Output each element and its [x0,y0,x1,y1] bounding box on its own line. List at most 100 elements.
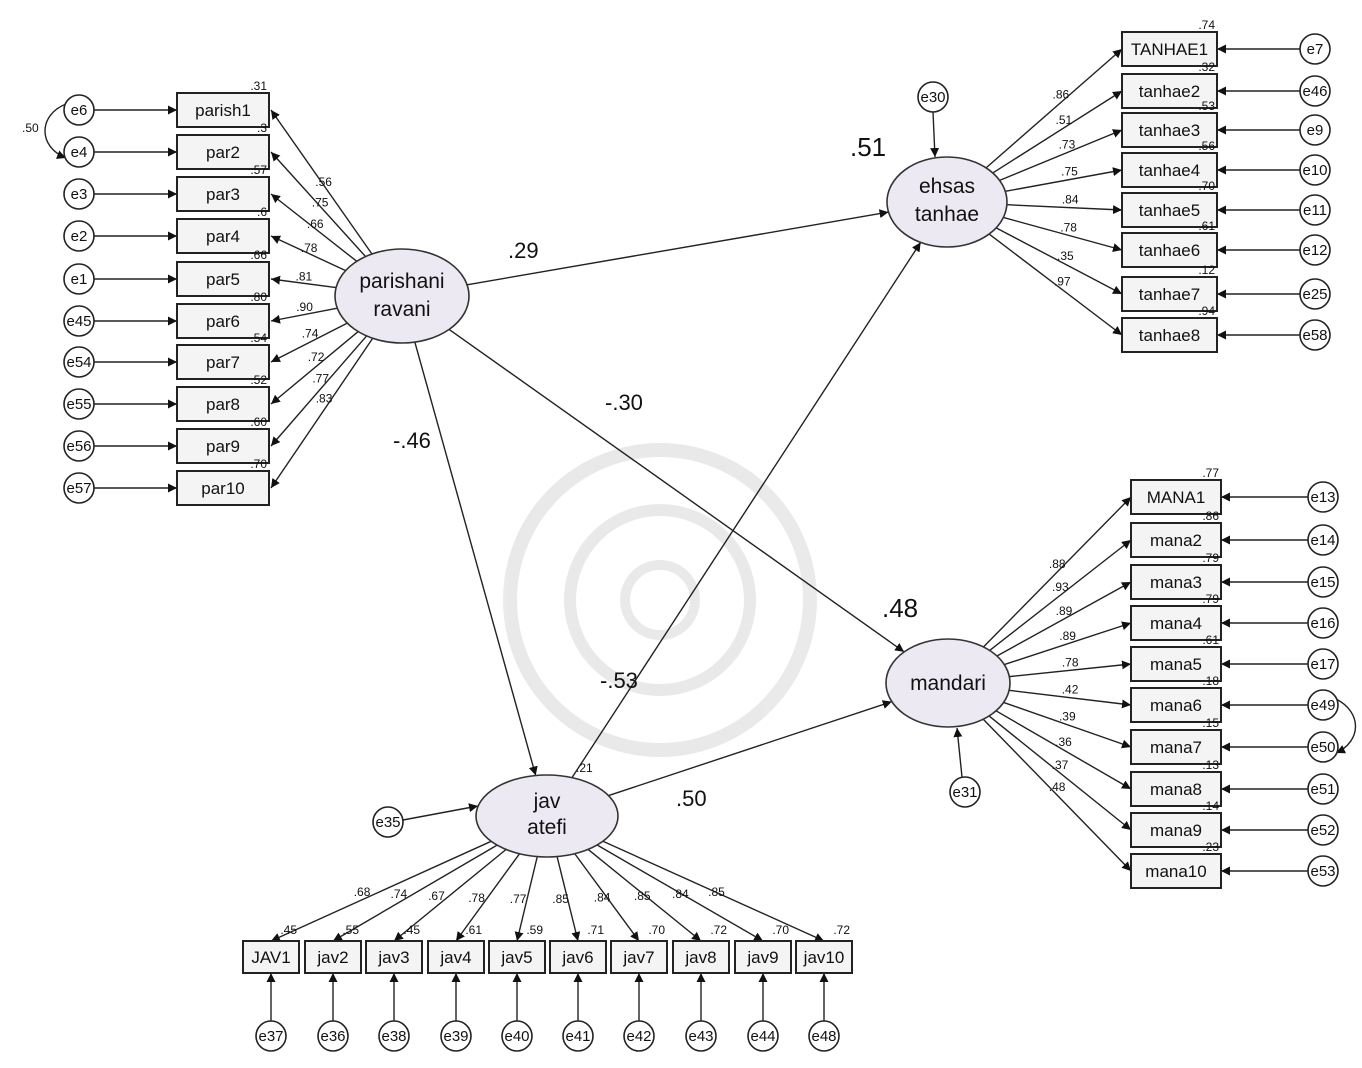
disturbance-e31-arrow [953,727,963,778]
par-indicator-3-label: par3 [206,185,240,204]
path-par-ehsas-arrow [466,209,889,286]
mana-indicator-2-loading-arrow [989,539,1132,651]
par-indicator-3-r2: .57 [250,163,267,177]
tanhae-indicator-1-error [1299,33,1331,65]
tanhae-indicator-2-box [1121,73,1218,109]
jav-indicator-1-loading: .68 [354,885,371,899]
tanhae-indicator-1-error-label: e7 [1307,41,1324,58]
jav-indicator-3-r2: .45 [403,923,420,937]
mana-indicator-3-loading-arrow [996,581,1132,657]
par-indicator-5-r2: .66 [250,248,267,262]
tanhae-indicator-8-error-label: e58 [1302,327,1327,344]
par-indicator-1-r2: .31 [250,79,267,93]
tanhae-indicator-5-r2: .70 [1198,179,1215,193]
mana-indicator-3-error [1307,566,1339,598]
par-indicator-7-label: par7 [206,353,240,372]
par-indicator-5-error-label: e1 [71,271,88,288]
latent-parishani-line1: parishani [359,270,444,293]
tanhae-indicator-1-loading: .86 [1052,87,1069,101]
mana-indicator-8-r2: .13 [1202,758,1219,772]
par-indicator-6-error [63,305,95,337]
mana-indicator-2-box [1130,522,1222,558]
par-indicator-6-label: par6 [206,312,240,331]
mana-indicator-6-error-label: e49 [1310,697,1335,714]
jav-indicator-8-label: jav8 [684,948,716,967]
par-indicator-9-label: par9 [206,437,240,456]
tanhae-indicator-6-r2: .61 [1198,219,1215,233]
jav-indicator-3-error [378,1020,410,1052]
jav-indicator-6-loading-arrow [556,856,581,942]
par-indicator-3-error [63,178,95,210]
jav-indicator-6-r2: .71 [587,923,604,937]
par-indicator-3-box [176,176,270,212]
jav-indicator-5-error-label: e40 [504,1028,529,1045]
par-indicator-2-r2: .3 [257,121,267,135]
jav-indicator-8-error [685,1020,717,1052]
mana-indicator-1-label: MANA1 [1147,488,1206,507]
mana-indicator-7-label: mana7 [1150,738,1202,757]
par-indicator-7-r2: .54 [250,331,267,345]
par-indicator-10-error-label: e57 [66,480,91,497]
par-indicator-5-box [176,261,270,297]
jav-indicator-1-r2: .45 [280,923,297,937]
jav-indicator-5-loading: .77 [510,892,527,906]
jav-indicator-9-loading-arrow [596,844,764,942]
par-indicator-2-error [63,136,95,168]
tanhae-indicator-8-loading: .97 [1054,275,1071,289]
mana-indicator-1-error-label: e13 [1310,489,1335,506]
tanhae-indicator-7-loading-arrow [995,227,1123,295]
jav-indicator-7-box [610,940,668,974]
tanhae-indicator-6-box [1121,232,1218,268]
par-indicator-8-r2: .52 [250,373,267,387]
par-indicator-8-box [176,386,270,422]
mana-indicator-3-loading: .89 [1056,604,1073,618]
jav-indicator-6-label: jav6 [561,948,593,967]
mana-indicator-1-loading: .88 [1049,557,1066,571]
jav-indicator-2-label: jav2 [316,948,348,967]
jav-indicator-4-box [427,940,485,974]
jav-indicator-6-error [562,1020,594,1052]
tanhae-indicator-8-loading-arrow [988,233,1123,336]
mana-indicator-6-label: mana6 [1150,696,1202,715]
mana-indicator-5-loading: .78 [1062,655,1079,669]
jav-indicator-5-r2: .59 [526,923,543,937]
tanhae-indicator-6-error [1299,234,1331,266]
mana-indicator-3-box [1130,564,1222,600]
disturbance-e31 [949,776,981,808]
par-indicator-4-error-label: e2 [71,228,88,245]
mana-indicator-8-error-label: e51 [1310,781,1335,798]
par-indicator-2-label: par2 [206,143,240,162]
par-indicator-5-loading: .81 [296,270,313,284]
par-indicator-1-loading-arrow [270,109,373,255]
jav-indicator-9-error [747,1020,779,1052]
par-indicator-4-r2: .6 [257,205,267,219]
par-indicator-9-loading: .77 [312,371,329,385]
jav-indicator-9-box [734,940,792,974]
par-indicator-8-loading-arrow [270,331,359,405]
mana-indicator-10-box [1130,853,1222,889]
mana-indicator-5-box [1130,646,1222,682]
mana-indicator-8-loading: .36 [1055,735,1072,749]
jav-indicator-4-label: jav4 [439,948,471,967]
tanhae-indicator-3-error-label: e9 [1307,122,1324,139]
r2-jav: .21 [576,761,593,775]
path-jav-mandari-arrow [608,700,893,797]
mana-indicator-4-loading: .89 [1059,629,1076,643]
tanhae-indicator-2-error-label: e46 [1302,83,1327,100]
mana-indicator-4-loading-arrow [1004,621,1132,666]
jav-indicator-10-loading-arrow [602,840,825,942]
par-indicator-4-error [63,220,95,252]
jav-indicator-1-box [242,940,300,974]
jav-indicator-7-label: jav7 [622,948,654,967]
mana-indicator-1-error [1307,481,1339,513]
tanhae-indicator-8-r2: .94 [1198,304,1215,318]
disturbance-e35 [372,806,404,838]
par-indicator-10-r2: .70 [250,457,267,471]
jav-indicator-3-error-label: e38 [381,1028,406,1045]
tanhae-indicator-3-loading-arrow [999,129,1123,182]
jav-indicator-7-r2: .70 [648,923,665,937]
par-indicator-6-r2: .80 [250,290,267,304]
tanhae-indicator-3-loading: .73 [1059,138,1076,152]
tanhae-indicator-3-error [1299,114,1331,146]
